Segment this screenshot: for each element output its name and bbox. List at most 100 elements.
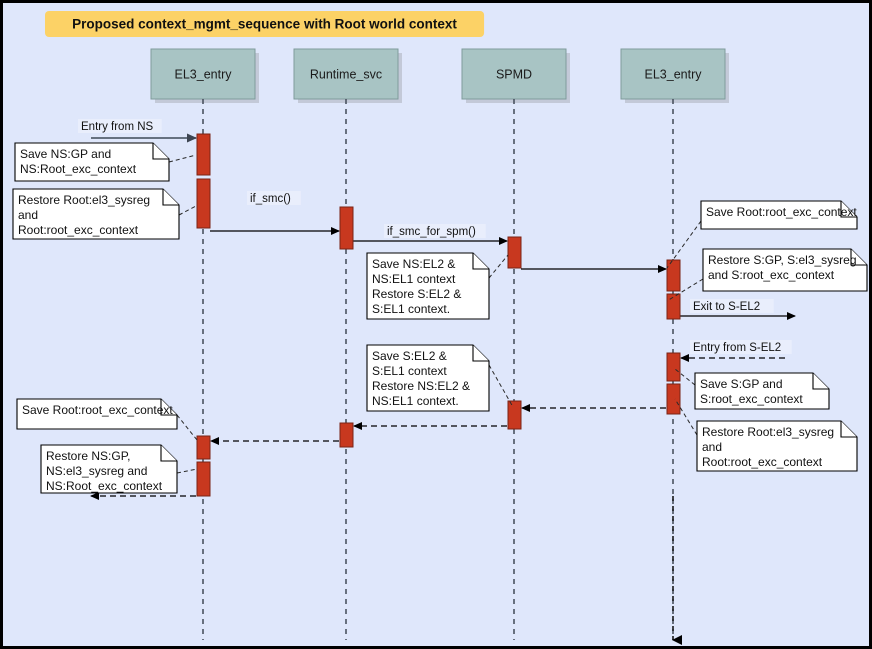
message-5[interactable]: Entry from S-EL2 — [680, 340, 792, 362]
activation-bar-runtime[interactable] — [339, 422, 354, 448]
note-n9[interactable]: Save Root:root_exc_context — [16, 398, 198, 441]
diagram-svg: Proposed context_mgmt_sequence with Root… — [12, 11, 868, 645]
note-line: and — [18, 208, 38, 222]
note-line: Save NS:GP and — [20, 147, 111, 161]
lifeline-label: EL3_entry — [175, 68, 233, 82]
lifeline-el3_left[interactable]: EL3_entry — [150, 48, 259, 640]
message-label: Entry from NS — [81, 121, 154, 133]
activation-bar-el3_right[interactable] — [666, 383, 681, 415]
note-body[interactable] — [12, 188, 180, 240]
message-label: Entry from S-EL2 — [693, 342, 781, 354]
message-2[interactable]: if_smc_for_spm() — [353, 224, 508, 245]
activation-bar-el3_left[interactable] — [196, 461, 211, 497]
note-line: and — [702, 440, 722, 454]
note-line: Save Root:root_exc_context — [706, 205, 857, 219]
note-fold-corner — [472, 345, 489, 362]
note-connector — [674, 398, 698, 436]
diagram-title: Proposed context_mgmt_sequence with Root… — [45, 11, 485, 37]
title-banner — [45, 11, 485, 37]
message-1[interactable]: if_smc() — [210, 191, 340, 235]
activation-bar-el3_right[interactable] — [666, 259, 681, 292]
note-line: NS:Root_exc_context — [20, 162, 137, 176]
lifeline-label: SPMD — [496, 68, 532, 82]
lifeline-box[interactable] — [150, 48, 256, 100]
activation-bar-spmd[interactable] — [507, 400, 522, 430]
note-line: Root:root_exc_context — [702, 455, 823, 469]
lifeline-spmd[interactable]: SPMD — [461, 48, 570, 640]
note-connector — [168, 154, 197, 163]
note-line: NS:Root_exc_context — [46, 479, 163, 493]
lifeline-label: EL3_entry — [645, 68, 703, 82]
note-body[interactable] — [14, 142, 170, 182]
activation-bar-el3_left[interactable] — [196, 133, 211, 176]
note-connector — [666, 278, 704, 302]
note-fold-corner — [160, 399, 177, 416]
note-body[interactable] — [700, 200, 858, 230]
note-fold-corner — [152, 143, 169, 160]
lifeline-runtime[interactable]: Runtime_svc — [293, 48, 402, 640]
message-label: if_smc_for_spm() — [387, 226, 476, 238]
note-line: Save Root:root_exc_context — [22, 403, 173, 417]
note-n4[interactable]: Save Root:root_exc_context — [666, 200, 858, 269]
note-line: S:root_exc_context — [700, 392, 803, 406]
note-body[interactable] — [40, 444, 178, 494]
lifeline-label: Runtime_svc — [310, 68, 382, 82]
note-connector — [178, 205, 197, 216]
note-connector — [666, 220, 702, 269]
activation-bar-el3_right[interactable] — [666, 352, 681, 382]
message-4[interactable]: Exit to S-EL2 — [680, 299, 796, 320]
note-fold-corner — [162, 189, 179, 206]
message-label-bg — [78, 119, 162, 133]
note-line: NS:el3_sysreg and — [46, 464, 147, 478]
activation-bar-el3_right[interactable] — [666, 293, 681, 320]
note-body[interactable] — [696, 420, 858, 472]
note-fold-corner — [850, 249, 867, 266]
activation-bar-el3_left[interactable] — [196, 178, 211, 229]
message-label: if_smc() — [250, 193, 291, 205]
activations-group — [196, 133, 681, 497]
message-label-bg — [384, 224, 486, 238]
message-label-bg — [247, 191, 301, 205]
note-line: S:EL1 context. — [372, 302, 450, 316]
note-n2[interactable]: Restore Root:el3_sysregandRoot:root_exc_… — [12, 188, 197, 240]
note-body[interactable] — [366, 252, 490, 320]
note-connector — [176, 414, 198, 441]
note-body[interactable] — [366, 344, 490, 412]
lifeline-box[interactable] — [293, 48, 399, 100]
note-fold-corner — [840, 201, 857, 218]
lifelines-group: EL3_entry Runtime_svc SPMD EL3_entry — [150, 48, 729, 640]
note-connector — [488, 254, 509, 279]
note-connector — [674, 368, 696, 386]
note-line: Root:root_exc_context — [18, 223, 139, 237]
note-n8[interactable]: Restore Root:el3_sysregandRoot:root_exc_… — [674, 398, 858, 472]
note-body[interactable] — [16, 398, 178, 430]
activation-bar-runtime[interactable] — [339, 206, 354, 250]
message-0[interactable]: Entry from NS — [78, 119, 197, 143]
note-fold-corner — [812, 373, 829, 390]
note-body[interactable] — [702, 248, 868, 292]
notes-group: Save NS:GP andNS:Root_exc_contextRestore… — [12, 142, 868, 494]
message-label-bg — [690, 299, 774, 313]
note-line: NS:EL1 context. — [372, 394, 459, 408]
title-text: Proposed context_mgmt_sequence with Root… — [72, 17, 457, 32]
note-line: Restore NS:GP, — [46, 449, 130, 463]
note-fold-corner — [472, 253, 489, 270]
activation-bar-spmd[interactable] — [507, 236, 522, 269]
note-line: S:EL1 context — [372, 364, 447, 378]
note-n10[interactable]: Restore NS:GP,NS:el3_sysreg andNS:Root_e… — [40, 444, 198, 494]
message-label-bg — [690, 340, 792, 354]
note-fold-corner — [160, 445, 177, 462]
note-body[interactable] — [694, 372, 830, 410]
note-line: Restore Root:el3_sysreg — [702, 425, 834, 439]
note-line: Restore S:EL2 & — [372, 287, 461, 301]
message-label: Exit to S-EL2 — [693, 301, 760, 313]
activation-bar-el3_left[interactable] — [196, 435, 211, 460]
note-line: NS:EL1 context — [372, 272, 456, 286]
note-line: Restore Root:el3_sysreg — [18, 193, 150, 207]
